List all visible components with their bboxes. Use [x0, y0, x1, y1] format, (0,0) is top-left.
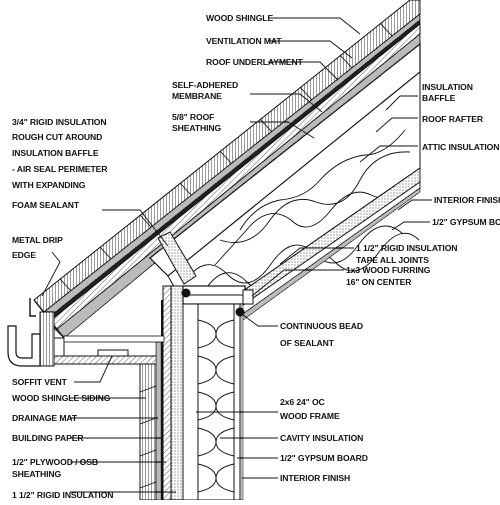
label-rigid-baffle-5: WITH EXPANDING — [12, 180, 86, 190]
rafter-tail-block — [63, 335, 165, 343]
label-sealant-1: CONTINUOUS BEAD — [280, 321, 363, 331]
cavity-insulation-loops — [197, 319, 235, 493]
wall-stud — [182, 303, 199, 501]
label-wood-shingle: WOOD SHINGLE — [206, 13, 273, 23]
drainage-mat — [155, 339, 162, 501]
gutter — [7, 325, 41, 367]
label-roof-sheathing-1: 5/8" ROOF — [172, 112, 214, 122]
label-attic-insulation: ATTIC INSULATION — [422, 142, 499, 152]
label-gypsum-roof: 1/2" GYPSUM BOARD — [432, 217, 500, 227]
wood-shingle-siding — [139, 363, 157, 501]
label-rigid-tape-1: 1 1/2" RIGID INSULATION — [356, 243, 457, 253]
label-plywood-2: SHEATHING — [12, 469, 61, 479]
interior-finish-wall — [239, 303, 244, 501]
label-interior-finish-roof: INTERIOR FINISH — [434, 195, 500, 205]
eave-assembly — [7, 298, 167, 367]
label-insulation-baffle-2: BAFFLE — [422, 93, 456, 103]
building-paper — [161, 300, 163, 500]
label-self-adhered-1: SELF-ADHERED — [172, 80, 238, 90]
metal-drip-edge — [29, 298, 36, 317]
label-wood-frame-2: WOOD FRAME — [280, 411, 340, 421]
label-furring-2: 16" ON CENTER — [346, 277, 412, 287]
fascia-board — [39, 311, 55, 367]
label-gypsum-wall: 1/2" GYPSUM BOARD — [280, 453, 368, 463]
plywood-sheathing — [162, 285, 172, 501]
label-rigid-baffle-3: INSULATION BAFFLE — [12, 148, 99, 158]
label-building-paper: BUILDING PAPER — [12, 433, 84, 443]
label-insulation-baffle-1: INSULATION — [422, 82, 473, 92]
label-ventilation-mat: VENTILATION MAT — [206, 36, 282, 46]
callout-labels: WOOD SHINGLE VENTILATION MAT ROOF UNDERL… — [12, 13, 500, 500]
gypsum-board-wall — [233, 303, 241, 501]
wood-furring — [242, 289, 254, 305]
leader-lines — [41, 17, 432, 493]
label-self-adhered-2: MEMBRANE — [172, 91, 222, 101]
label-rigid-bottom: 1 1/2" RIGID INSULATION — [12, 490, 113, 500]
label-rigid-baffle-1: 3/4" RIGID INSULATION — [12, 117, 106, 127]
label-metal-drip-2: EDGE — [12, 250, 36, 260]
label-wood-frame-1: 2x6 24" OC — [280, 397, 325, 407]
rigid-insulation-wall — [170, 285, 184, 501]
label-roof-sheathing-2: SHEATHING — [172, 123, 221, 133]
siding-courses — [139, 385, 157, 489]
eave-blocking — [53, 337, 65, 357]
label-roof-underlayment: ROOF UNDERLAYMENT — [206, 57, 304, 67]
soffit-vent — [97, 349, 129, 357]
label-rigid-tape-2: TAPE ALL JOINTS — [356, 255, 429, 265]
label-interior-finish-wall: INTERIOR FINISH — [280, 473, 350, 483]
label-furring-1: 1x3 WOOD FURRING — [346, 265, 431, 275]
label-rigid-baffle-6: FOAM SEALANT — [12, 200, 80, 210]
label-rigid-baffle-2: ROUGH CUT AROUND — [12, 132, 102, 142]
label-rigid-baffle-4: - AIR SEAL PERIMETER — [12, 164, 108, 174]
label-plywood-1: 1/2" PLYWOOD / OSB — [12, 457, 98, 467]
label-sealant-2: OF SEALANT — [280, 338, 335, 348]
label-soffit-vent: SOFFIT VENT — [12, 377, 68, 387]
label-cavity-insulation: CAVITY INSULATION — [280, 433, 363, 443]
sealant-bead-exterior — [181, 288, 191, 298]
label-drainage-mat: DRAINAGE MAT — [12, 413, 78, 423]
shingle-courses — [59, 22, 393, 293]
label-metal-drip-1: METAL DRIP — [12, 235, 63, 245]
label-shingle-siding: WOOD SHINGLE SIDING — [12, 393, 111, 403]
label-roof-rafter: ROOF RAFTER — [422, 114, 484, 124]
